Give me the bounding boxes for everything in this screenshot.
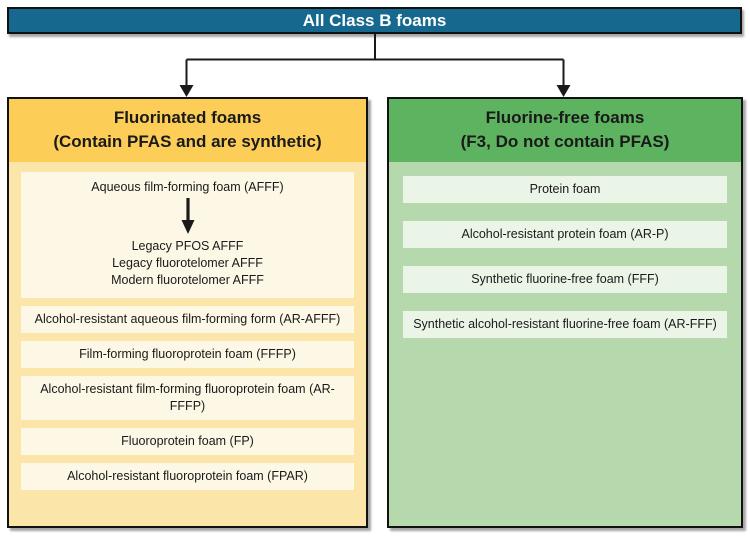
fluorinated-foam-items: Alcohol-resistant aqueous film-forming f…: [21, 305, 354, 490]
fluorine-free-foam-item: Synthetic alcohol-resistant fluorine-fre…: [403, 310, 727, 338]
fluorinated-foam-item: Alcohol-resistant film-forming fluoropro…: [21, 375, 354, 420]
fluorinated-foams-list: Aqueous film-forming foam (AFFF) Legacy …: [9, 162, 366, 526]
fluorine-free-foams-title: Fluorine-free foams: [485, 108, 645, 127]
afff-subtype-item: Modern fluorotelomer AFFF: [111, 272, 264, 287]
fluorinated-foam-item: Alcohol-resistant aqueous film-forming f…: [21, 305, 354, 333]
fluorine-free-foam-item: Protein foam: [403, 175, 727, 203]
fluorinated-foam-item: Fluoroprotein foam (FP): [21, 427, 354, 455]
fluorinated-foams-header: Fluorinated foams (Contain PFAS and are …: [9, 99, 366, 162]
fluorinated-foams-subtitle: (Contain PFAS and are synthetic): [53, 131, 322, 151]
afff-group-item: Aqueous film-forming foam (AFFF) Legacy …: [21, 171, 354, 298]
fluorine-free-foams-panel: Fluorine-free foams (F3, Do not contain …: [387, 97, 743, 528]
fluorine-free-foams-subtitle: (F3, Do not contain PFAS): [460, 131, 670, 151]
fluorinated-foam-item: Film-forming fluoroprotein foam (FFFP): [21, 340, 354, 368]
afff-subtype-item: Legacy PFOS AFFF: [131, 238, 244, 253]
fluorine-free-foams-header: Fluorine-free foams (F3, Do not contain …: [389, 99, 741, 162]
fluorine-free-foam-item: Synthetic fluorine-free foam (FFF): [403, 265, 727, 293]
root-node-all-class-b-foams: All Class B foams: [7, 7, 742, 34]
afff-label: Aqueous film-forming foam (AFFF): [91, 179, 284, 194]
down-arrow-icon: [181, 197, 194, 234]
afff-subtype-item: Legacy fluorotelomer AFFF: [112, 255, 263, 270]
fluorine-free-foam-item: Alcohol-resistant protein foam (AR-P): [403, 220, 727, 248]
afff-subtypes-list: Legacy PFOS AFFF Legacy fluorotelomer AFF…: [31, 238, 344, 289]
root-node-label: All Class B foams: [302, 10, 447, 30]
fluorinated-foams-panel: Fluorinated foams (Contain PFAS and are …: [7, 97, 368, 528]
fluorinated-foams-title: Fluorinated foams: [113, 108, 262, 127]
fluorinated-foam-item: Alcohol-resistant fluoroprotein foam (FP…: [21, 462, 354, 490]
